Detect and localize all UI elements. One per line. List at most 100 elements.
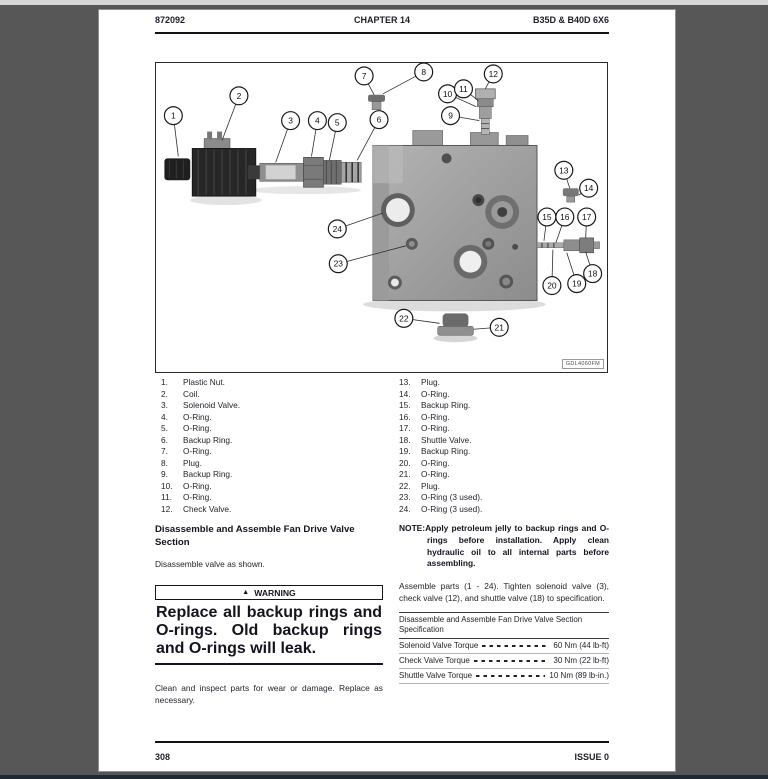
part-name: O-Ring (3 used). — [421, 504, 483, 515]
part-list-item: 6.Backup Ring. — [161, 435, 391, 447]
intro-text: Disassemble valve as shown. — [155, 559, 265, 569]
part-list-item: 22.Plug. — [399, 481, 609, 493]
callout-23: 23 — [328, 254, 348, 274]
viewer-top-strip — [0, 0, 768, 5]
callout-2: 2 — [229, 86, 249, 106]
leader-dashes — [473, 660, 550, 662]
spec-label: Shuttle Valve Torque — [399, 671, 473, 681]
part-list-item: 1. Plastic Nut. — [161, 377, 391, 389]
svg-text:18: 18 — [588, 269, 598, 279]
viewer-bottom-strip — [0, 775, 768, 779]
part-number: 12. — [161, 504, 173, 515]
svg-text:14: 14 — [584, 183, 594, 193]
part-name: Plug. — [183, 457, 202, 468]
model-title: B35D & B40D 6X6 — [532, 15, 609, 25]
hole-mid — [482, 237, 495, 250]
part-number: 7. — [161, 446, 168, 457]
warning-header: ▲WARNING — [155, 585, 383, 601]
svg-text:4: 4 — [315, 116, 320, 126]
part-name: O-Ring. — [421, 457, 450, 468]
part-list-item: 21.O-Ring. — [399, 469, 609, 481]
warning-box: ▲WARNING Replace all backup rings and O-… — [155, 585, 383, 666]
port-bottom — [453, 244, 488, 279]
svg-text:10: 10 — [443, 89, 453, 99]
warning-text: Replace all backup rings and O-rings. Ol… — [156, 604, 382, 658]
assemble-text: Assemble parts (1 - 24). Tighten solenoi… — [399, 581, 609, 603]
hole-top-mid — [472, 194, 485, 207]
doc-number: 872092 — [155, 15, 186, 25]
part-list-item: 11. O-Ring. — [161, 492, 391, 504]
part-number: 23. — [399, 492, 411, 503]
part-name: Backup Ring. — [421, 400, 471, 411]
plug-top-photo — [368, 94, 385, 110]
part-name: O-Ring. — [183, 492, 212, 503]
callout-13: 13 — [554, 160, 574, 180]
callout-4: 4 — [307, 111, 327, 131]
part-number: 3. — [161, 400, 168, 411]
solenoid-valve-photo — [247, 157, 362, 188]
spec-value: 10 Nm (89 lb-in.) — [549, 671, 609, 681]
part-number: 1. — [161, 377, 168, 387]
part-number: 24. — [399, 504, 411, 515]
part-list-item: 16.O-Ring. — [399, 412, 609, 424]
svg-text:20: 20 — [547, 281, 557, 291]
hole-bottom-left — [387, 275, 402, 290]
callout-6: 6 — [369, 110, 389, 130]
note-label: NOTE: — [399, 523, 426, 533]
left-column: Disassemble and Assemble Fan Drive Valve… — [155, 523, 383, 706]
part-number: 16. — [399, 411, 411, 422]
callout-22: 22 — [394, 308, 414, 328]
warning-triangle-icon: ▲ — [242, 589, 250, 597]
svg-text:3: 3 — [288, 116, 293, 126]
hole-tiny-right — [512, 243, 519, 250]
svg-text:15: 15 — [542, 212, 552, 222]
block-top-bosses — [412, 130, 529, 148]
part-name: Backup Ring. — [421, 446, 471, 457]
part-list-item: 20. O-Ring. — [399, 458, 609, 470]
spec-row: Shuttle Valve Torque 10 Nm (89 lb-in.) — [399, 669, 609, 684]
part-name: O-Ring. — [421, 423, 450, 434]
part-name: Solenoid Valve. — [183, 400, 241, 411]
part-list-item: 18.Shuttle Valve. — [399, 435, 609, 447]
part-list-item: 23.O-Ring (3 used). — [399, 492, 609, 504]
part-list-item: 17.O-Ring. — [399, 423, 609, 435]
bottom-plug-photo — [437, 313, 474, 336]
spec-table: Disassemble and Assemble Fan Drive Valve… — [399, 612, 609, 684]
part-list-item: 2.Coil. — [161, 389, 391, 401]
callout-9: 9 — [441, 106, 461, 126]
part-number: 11. — [161, 492, 172, 503]
parts-list-right: 13.Plug.14.O-Ring.15.Backup Ring.16.O-Ri… — [399, 377, 609, 516]
callout-14: 14 — [579, 178, 599, 198]
callout-12: 12 — [483, 64, 503, 84]
part-list-item: 15. Backup Ring. — [399, 400, 609, 412]
part-list-item: 8.Plug. — [161, 458, 391, 470]
figure-code: GDL4060FM — [561, 359, 604, 369]
svg-text:19: 19 — [572, 279, 582, 289]
part-name: O-Ring. — [183, 423, 212, 434]
part-number: 19. — [399, 446, 411, 457]
spec-title: Disassemble and Assemble Fan Drive Valve… — [399, 613, 609, 639]
part-name: Coil. — [183, 388, 200, 399]
part-list-item: 10.O-Ring. — [161, 481, 391, 493]
part-list-item: 19. Backup Ring. — [399, 446, 609, 458]
svg-text:1: 1 — [171, 111, 176, 121]
chapter-title: CHAPTER 14 — [353, 15, 410, 25]
page-header: 872092 CHAPTER 14 B35D & B40D 6X6 — [155, 15, 609, 25]
leader-dashes — [476, 675, 546, 677]
part-name: O-Ring. — [183, 411, 212, 422]
part-name: O-Ring. — [183, 480, 212, 491]
svg-text:22: 22 — [399, 313, 409, 323]
warning-bottom-rule — [155, 663, 383, 666]
part-name: Plastic Nut. — [183, 377, 225, 387]
part-number: 20. — [399, 457, 411, 468]
svg-text:8: 8 — [421, 67, 426, 77]
part-name: Backup Ring. — [183, 469, 233, 480]
part-number: 15. — [399, 400, 411, 411]
part-name: Shuttle Valve. — [421, 434, 472, 445]
part-list-item: 7.O-Ring. — [161, 446, 391, 458]
clean-inspect-text: Clean and inspect parts for wear or dama… — [155, 683, 383, 705]
svg-text:11: 11 — [459, 84, 468, 94]
